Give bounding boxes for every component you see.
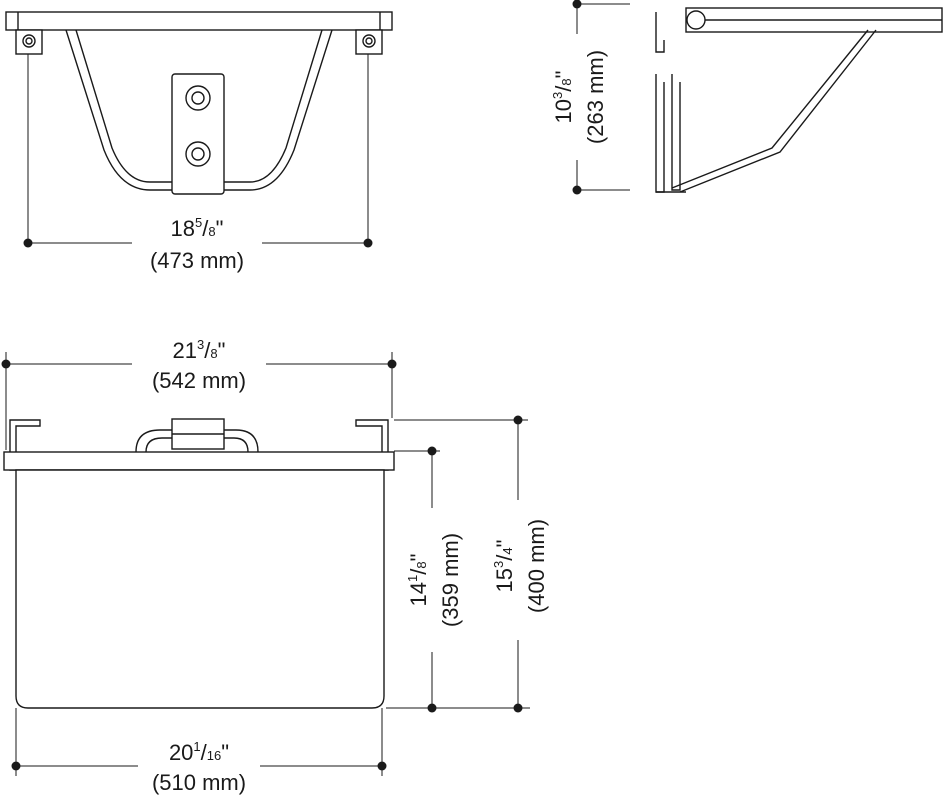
- seat-panel: [15, 469, 385, 709]
- overall-width-imperial: 213/8": [173, 337, 226, 363]
- overall-width-metric: (542 mm): [152, 368, 246, 393]
- wall-bracket: [171, 73, 225, 195]
- front-seat-edge: [5, 11, 393, 31]
- right-mount-plate: [355, 29, 383, 55]
- hinge-pivot: [686, 10, 706, 30]
- seat-hinge-bar: [3, 451, 395, 471]
- side-height-metric: (263 mm): [583, 50, 608, 144]
- seat-depth-metric: (359 mm): [438, 533, 463, 627]
- overall-depth-metric: (400 mm): [524, 519, 549, 613]
- side-view: 103/8" (263 mm): [550, 0, 943, 195]
- seat-width-imperial: 201/16": [169, 739, 229, 765]
- seat-depth-imperial: 141/8": [405, 554, 431, 607]
- overall-depth-imperial: 153/4": [491, 540, 517, 593]
- front-bracket-width-imperial: 185/8": [171, 215, 224, 241]
- top-view: 213/8" (542 mm) 201/16" (510 mm) 141/8" …: [1, 337, 549, 795]
- side-height-imperial: 103/8": [550, 71, 576, 124]
- front-bracket-width-metric: (473 mm): [150, 248, 244, 273]
- left-mount-plate: [15, 29, 43, 55]
- seat-width-metric: (510 mm): [152, 770, 246, 795]
- front-view: 185/8" (473 mm): [5, 11, 393, 273]
